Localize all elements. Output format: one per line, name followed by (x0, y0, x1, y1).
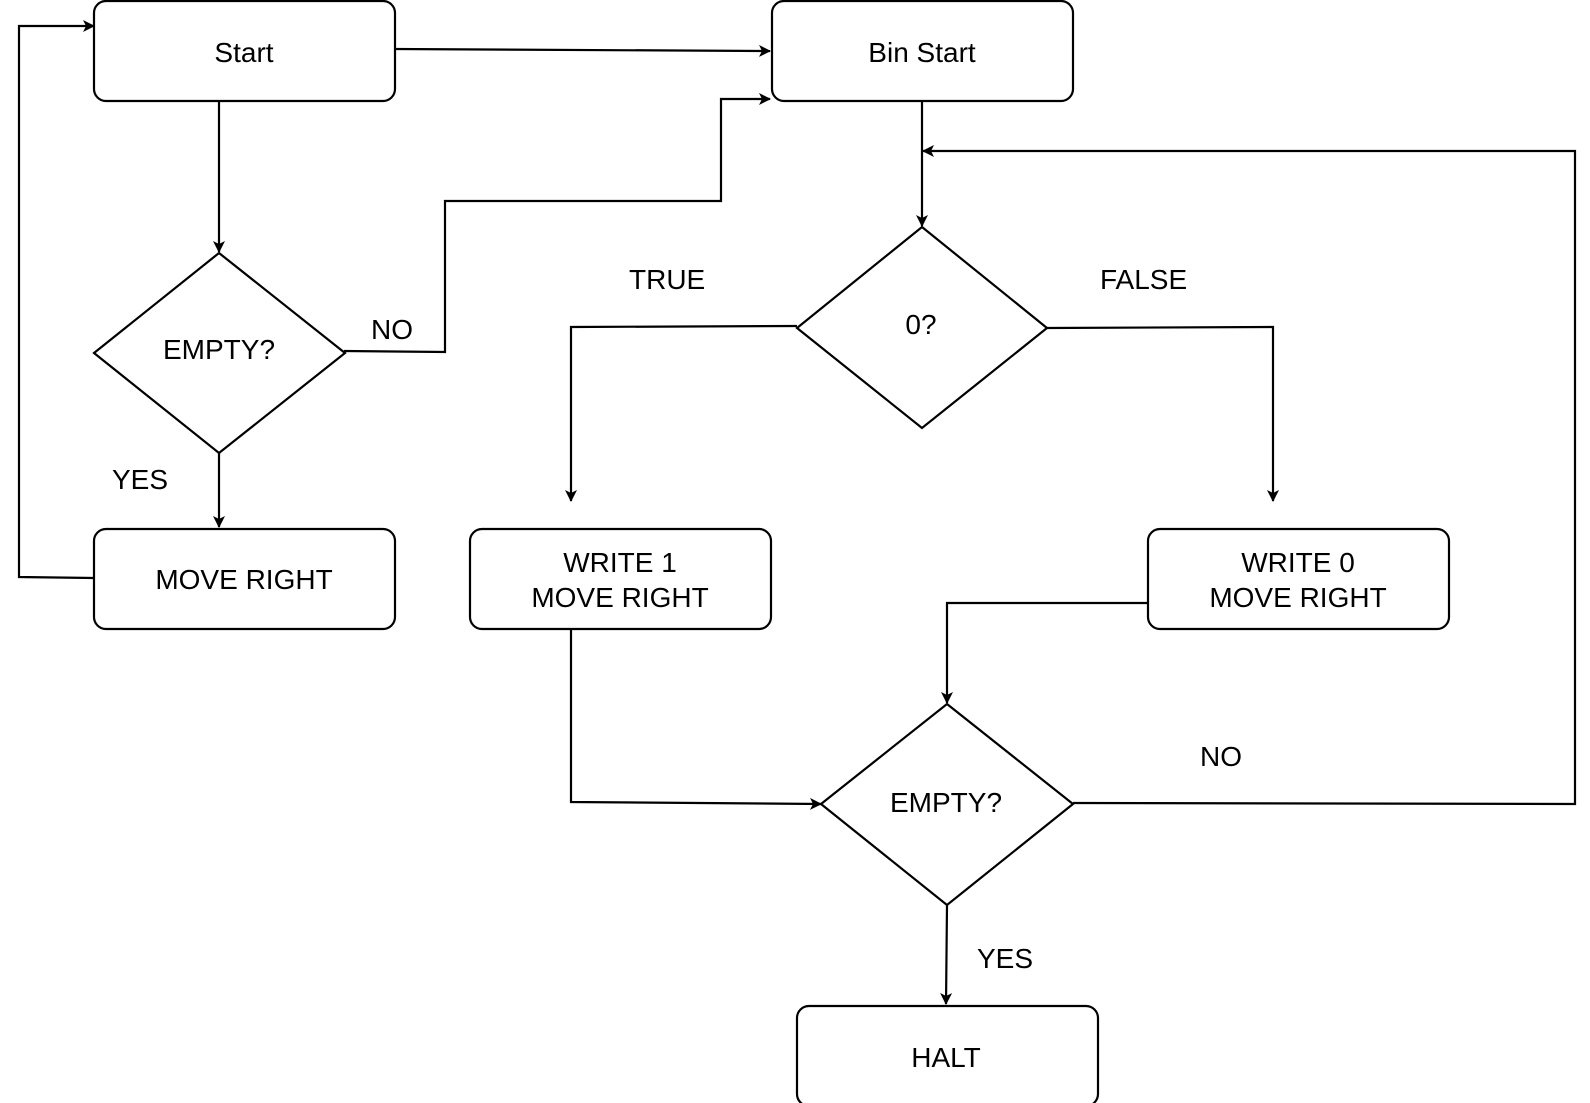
edge-start-to-bin-start (392, 44, 771, 57)
edge-zero-check-false-to-write-0 (1046, 325, 1279, 502)
node-zero-check: 0? (795, 225, 1049, 430)
edge-empty-check-2-no-to-zero-check (922, 145, 1577, 806)
edge-empty-check-1-no-to-bin-start (343, 93, 771, 354)
node-write-0: WRITE 0 MOVE RIGHT (1146, 527, 1451, 631)
edge-write-1-to-empty-check-2 (569, 629, 822, 810)
label-empty-check-2-yes: YES (977, 943, 1033, 974)
edge-labels: NO YES TRUE FALSE NO YES (112, 264, 1242, 974)
edge-empty-check-2-yes-to-halt (940, 904, 953, 1005)
node-write-1-line2: MOVE RIGHT (531, 582, 708, 613)
node-write-0-line2: MOVE RIGHT (1209, 582, 1386, 613)
node-start: Start (92, 0, 397, 103)
node-zero-check-label: 0? (905, 309, 936, 340)
node-bin-start: Bin Start (770, 0, 1075, 103)
label-empty-check-1-no: NO (371, 314, 413, 345)
edge-zero-check-true-to-write-1 (565, 324, 798, 502)
node-start-label: Start (214, 37, 273, 68)
node-write-1: WRITE 1 MOVE RIGHT (468, 527, 773, 631)
node-write-1-line1: WRITE 1 (563, 547, 677, 578)
edge-write-0-to-empty-check-2 (941, 601, 1147, 704)
label-zero-check-true: TRUE (629, 264, 705, 295)
label-empty-check-1-yes: YES (112, 464, 168, 495)
node-empty-check-2: EMPTY? (819, 702, 1075, 907)
label-zero-check-false: FALSE (1100, 264, 1187, 295)
edges (17, 20, 1577, 1005)
node-write-0-line1: WRITE 0 (1241, 547, 1355, 578)
node-empty-check-2-label: EMPTY? (890, 787, 1002, 818)
node-move-right-label: MOVE RIGHT (155, 564, 332, 595)
node-halt: HALT (795, 1004, 1100, 1103)
node-bin-start-label: Bin Start (868, 37, 976, 68)
node-move-right: MOVE RIGHT (92, 527, 397, 631)
node-empty-check-1-label: EMPTY? (163, 334, 275, 365)
edge-move-right-to-start (17, 20, 95, 580)
node-halt-label: HALT (911, 1042, 981, 1073)
label-empty-check-2-no: NO (1200, 741, 1242, 772)
node-empty-check-1: EMPTY? (92, 251, 347, 455)
